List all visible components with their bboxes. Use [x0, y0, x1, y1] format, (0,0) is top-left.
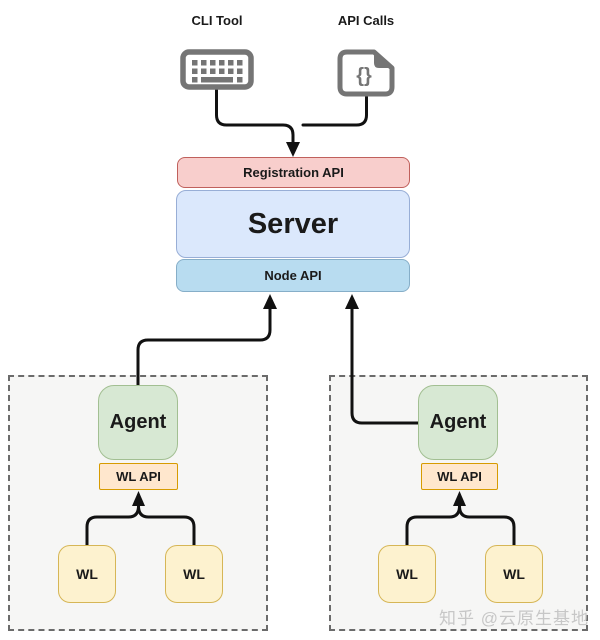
keyboard-icon: [180, 49, 254, 90]
watermark-text: 知乎 @云原生基地: [439, 609, 589, 628]
registration-api-box: Registration API: [177, 157, 410, 188]
server-box: Server: [176, 190, 410, 258]
wl-box-right-1: WL: [378, 545, 436, 603]
agent-box-right: Agent: [418, 385, 498, 460]
wl-api-box-left: WL API: [99, 463, 178, 490]
node-api-box: Node API: [176, 259, 410, 292]
api-calls-label: API Calls: [337, 13, 395, 28]
wl-box-left-1: WL: [58, 545, 116, 603]
agent-box-left: Agent: [98, 385, 178, 460]
arrowhead-up-node-right: [345, 294, 359, 309]
arrowhead-down-registration: [286, 142, 300, 157]
wl-api-box-right: WL API: [421, 463, 498, 490]
arrowhead-up-node-left: [263, 294, 277, 309]
cli-tool-label: CLI Tool: [191, 13, 243, 28]
curly-braces-glyph: {}: [356, 65, 372, 87]
wl-box-left-2: WL: [165, 545, 223, 603]
code-file-icon: {}: [337, 49, 395, 97]
wl-box-right-2: WL: [485, 545, 543, 603]
